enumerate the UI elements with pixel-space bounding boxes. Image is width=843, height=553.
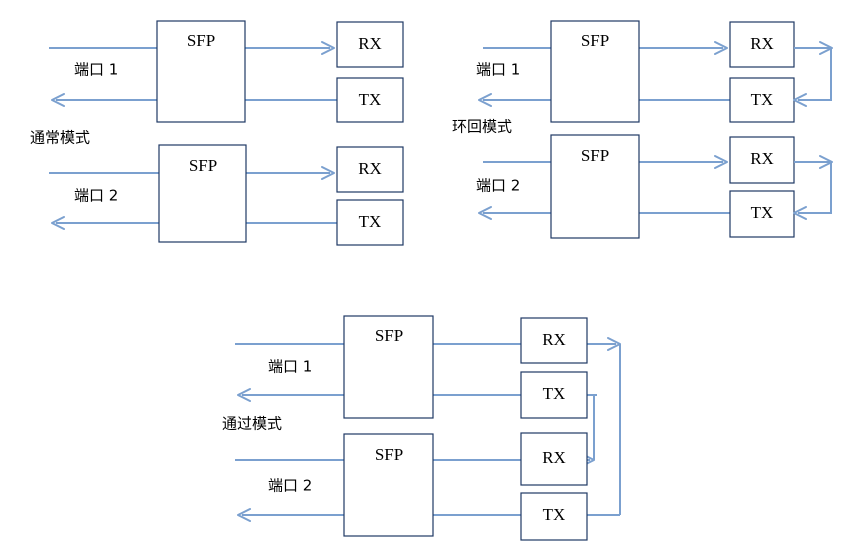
lb-port2-tx-label: TX [751,203,774,222]
lb-port1-rx-box [729,21,795,68]
pt-port1-tx-box [520,371,588,419]
diagram-normal-mode: SFP RX TX 端口 1 通常模式 SFP RX TX 端口 2 [30,20,404,246]
normal-mode-label: 通常模式 [30,129,90,147]
pt-port2-sfp-label: SFP [375,445,403,464]
port1-sfp-box [156,20,246,123]
pt-port2-name-label: 端口 2 [268,477,312,495]
port2-tx-box [336,199,404,246]
lb-port1-tx-box [729,77,795,123]
pt-port1-tx-arrow-icon [237,388,251,402]
pt-port1-tx-label: TX [543,384,566,403]
lb-port2-rx-arrow-icon [714,155,728,169]
diagram-loopback-mode: SFP RX TX 端口 1 环回模式 SFP RX TX 端口 2 [452,20,833,239]
pt-port1-sfp-box [343,315,434,419]
port2-name-label: 端口 2 [74,187,118,205]
lb-port2-rx-label: RX [750,149,774,168]
lb-port1-loop-out-arrow-icon [819,41,833,55]
pt-port2-rx-label: RX [542,448,566,467]
port1-sfp-label: SFP [187,31,215,50]
pt-port1-name-label: 端口 1 [268,358,312,376]
port1-rx-arrow-icon [321,41,335,55]
port1-tx-label: TX [359,90,382,109]
lb-port1-rx-arrow-icon [714,41,728,55]
lb-port2-loop-out-arrow-icon [819,155,833,169]
passthrough-mode-label: 通过模式 [222,415,282,433]
lb-port2-tx-arrow-icon [478,206,492,220]
diagram-passthrough-mode: SFP RX TX 端口 1 通过模式 SFP RX TX 端口 2 [222,315,621,541]
lb-port1-loopback-wire [794,47,832,101]
lb-port2-sfp-box [550,134,640,239]
pt-port1-rx-label: RX [542,330,566,349]
port2-sfp-box [158,144,247,243]
port1-name-label: 端口 1 [74,61,118,79]
port2-tx-arrow-icon [51,216,65,230]
lb-port1-tx-label: TX [751,90,774,109]
port2-tx-label: TX [359,212,382,231]
port1-tx-box [336,77,404,123]
lb-port2-loopback-wire [794,161,832,214]
port2-rx-box [336,146,404,193]
loopback-mode-label: 环回模式 [452,118,512,136]
port1-tx-arrow-icon [51,93,65,107]
lb-port1-rx-label: RX [750,34,774,53]
lb-port2-name-label: 端口 2 [476,177,520,195]
lb-port1-sfp-box [550,20,640,123]
lb-port2-sfp-label: SFP [581,146,609,165]
port1-rx-label: RX [358,34,382,53]
lb-port2-tx-box [729,190,795,238]
lb-port1-sfp-label: SFP [581,31,609,50]
lb-port2-loop-in-arrow-icon [793,206,807,220]
port2-rx-label: RX [358,159,382,178]
port2-sfp-label: SFP [189,156,217,175]
pt-port1-rx-box [520,317,588,364]
pt-port1-sfp-label: SFP [375,326,403,345]
pt-port2-tx-label: TX [543,505,566,524]
lb-port1-tx-arrow-icon [478,93,492,107]
lb-port2-rx-box [729,136,795,184]
pt-port2-sfp-box [343,433,434,537]
port2-rx-arrow-icon [321,166,335,180]
pt-port2-tx-box [520,492,588,541]
pt-port2-tx-arrow-icon [237,508,251,522]
lb-port1-name-label: 端口 1 [476,61,520,79]
pt-port2-rx-box [520,432,588,486]
port1-rx-box [336,21,404,68]
lb-port1-loop-in-arrow-icon [793,93,807,107]
